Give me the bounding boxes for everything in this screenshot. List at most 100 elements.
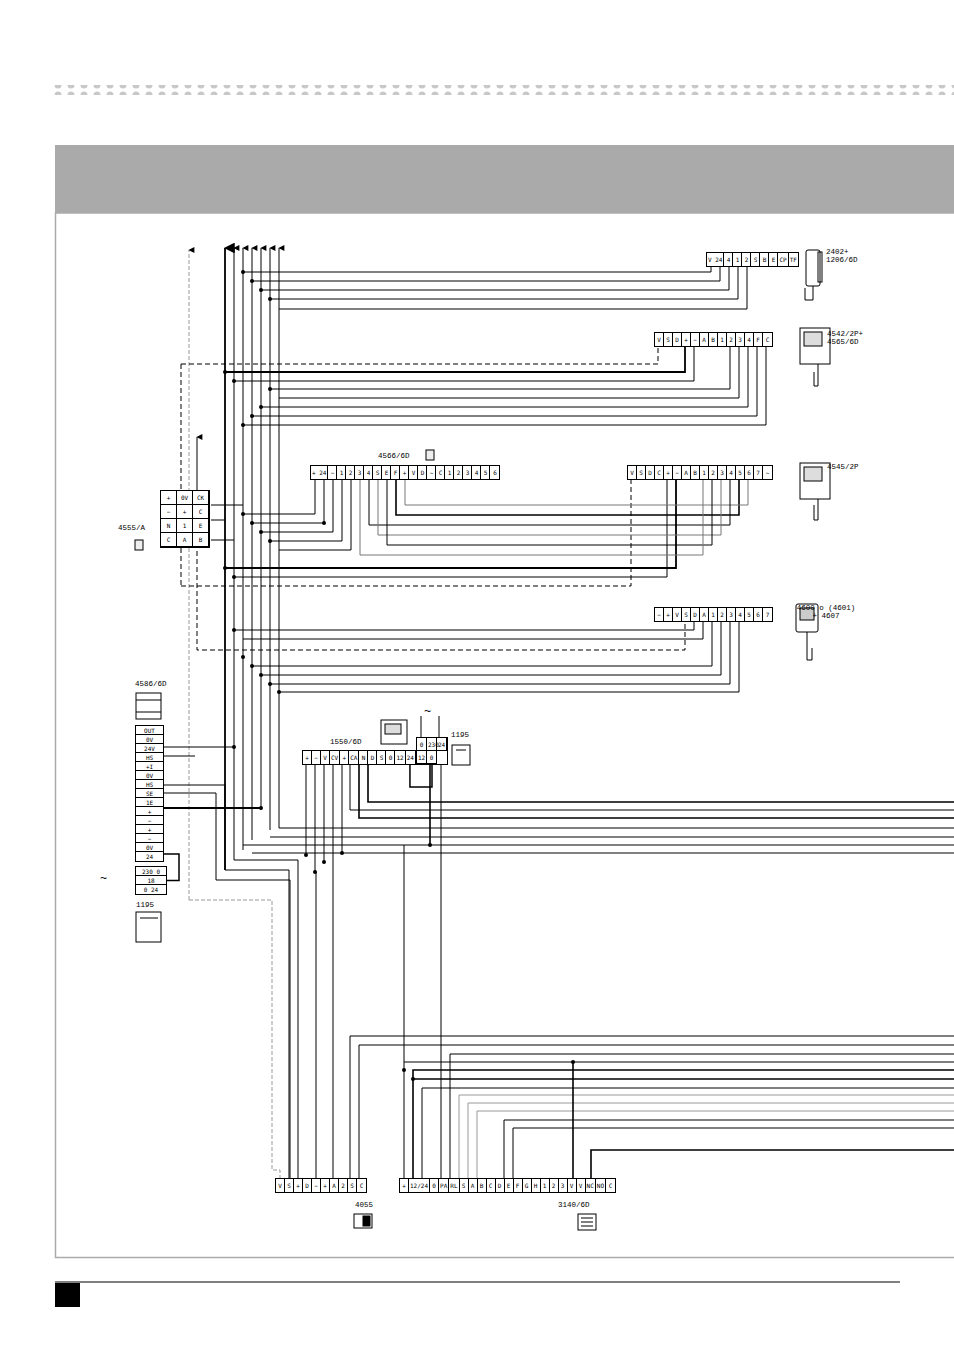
- terminal-label: 24V: [136, 744, 163, 753]
- terminal-label: C: [763, 333, 772, 346]
- terminal-label: +: [664, 466, 673, 479]
- terminal-label: D: [303, 1179, 312, 1192]
- terminal-label: 0 24: [136, 885, 166, 894]
- terminal-label: 7: [754, 466, 763, 479]
- terminal-label: V: [628, 466, 637, 479]
- part-number: 1195: [136, 901, 154, 909]
- terminal-label: S: [751, 253, 760, 266]
- terminal-label: 1E: [136, 798, 163, 807]
- footer-rule: [55, 1282, 900, 1283]
- terminal-label: NC: [586, 1179, 596, 1192]
- terminal-label: B: [691, 466, 700, 479]
- terminal-label: 24: [437, 738, 447, 751]
- terminal-label: 12: [417, 751, 427, 764]
- terminal-label: 0V: [136, 843, 163, 852]
- terminal-strip: −+VSDA1234567: [654, 607, 773, 622]
- terminal-label: 3: [559, 1179, 568, 1192]
- terminal-label: 4: [727, 466, 736, 479]
- terminal-label: V: [673, 608, 682, 621]
- terminal-label: S: [373, 466, 382, 479]
- wire-connector: [410, 765, 432, 787]
- terminal-label: +: [161, 491, 177, 505]
- part-number: 4545/2P: [827, 463, 875, 471]
- terminal-label: 3: [718, 466, 727, 479]
- terminal-strip: 023024120: [416, 737, 448, 765]
- part-number: 4055: [355, 1201, 373, 1209]
- terminal-label: 0: [417, 738, 427, 751]
- terminal-label: C: [357, 1179, 366, 1192]
- terminal-strip: VSDC+−AB1234567~: [627, 465, 773, 480]
- terminal-label: +: [400, 466, 409, 479]
- terminal-label: C: [655, 466, 664, 479]
- terminal-strip: V 24412SBECPTF: [706, 252, 799, 267]
- terminal-label: C: [436, 466, 445, 479]
- terminal-label: C: [193, 505, 209, 519]
- terminal-label: D: [646, 466, 655, 479]
- terminal-label: CP: [778, 253, 788, 266]
- part-number: 1195: [451, 731, 469, 739]
- terminal-label: +: [682, 333, 691, 346]
- terminal-label: 1: [700, 466, 709, 479]
- terminal-label: 2: [709, 466, 718, 479]
- terminal-label: N: [359, 751, 368, 764]
- terminal-label: S: [664, 333, 673, 346]
- terminal-label: 1: [337, 466, 346, 479]
- terminal-label: D: [368, 751, 377, 764]
- terminal-label: 1: [177, 519, 193, 533]
- terminal-label: +: [321, 1179, 330, 1192]
- terminal-label: B: [709, 333, 718, 346]
- terminal-label: ~: [427, 466, 436, 479]
- terminal-label: 3: [736, 333, 745, 346]
- page-mark: [55, 1283, 80, 1307]
- terminal-label: TF: [789, 253, 798, 266]
- terminal-label: A: [469, 1179, 478, 1192]
- terminal-label: V 24: [707, 253, 724, 266]
- terminal-label: −: [161, 505, 177, 519]
- terminal-label: S: [285, 1179, 294, 1192]
- terminal-label: −: [136, 834, 163, 843]
- terminal-label: C: [606, 1179, 615, 1192]
- terminal-label: +: [303, 751, 312, 764]
- terminal-label: 24: [136, 852, 163, 861]
- terminal-label: F: [391, 466, 400, 479]
- terminal-label: −: [136, 816, 163, 825]
- terminal-label: V: [655, 333, 664, 346]
- terminal-label: −: [691, 333, 700, 346]
- terminal-label: B: [193, 533, 209, 547]
- terminal-label: D: [418, 466, 427, 479]
- part-number: 3140/6D: [558, 1201, 590, 1209]
- terminal-label: 4: [364, 466, 373, 479]
- terminal-strip: + 24−1234SEF+VD~C123456: [310, 465, 500, 480]
- terminal-label: 5: [481, 466, 490, 479]
- terminal-label: −: [312, 1179, 321, 1192]
- terminal-label: −: [312, 751, 321, 764]
- terminal-label: E: [505, 1179, 514, 1192]
- terminal-label: 18: [136, 876, 166, 885]
- terminal-label: 0: [430, 1179, 439, 1192]
- terminal-label: +I: [136, 762, 163, 771]
- terminal-label: 1: [709, 608, 718, 621]
- terminal-label: 24: [406, 751, 415, 764]
- terminal-label: 2: [454, 466, 463, 479]
- terminal-label: −: [673, 466, 682, 479]
- terminal-label: 0V: [136, 771, 163, 780]
- terminal-label: H: [532, 1179, 541, 1192]
- terminal-label: + 24: [311, 466, 328, 479]
- terminal-label: 1: [733, 253, 742, 266]
- terminal-label: −: [328, 466, 337, 479]
- terminal-label: +: [177, 505, 193, 519]
- terminal-label: 4: [736, 608, 745, 621]
- terminal-label: +: [664, 608, 673, 621]
- terminal-label: 2: [550, 1179, 559, 1192]
- terminal-label: F: [514, 1179, 523, 1192]
- terminal-strip: VSD+−AB1234FC: [654, 332, 773, 347]
- terminal-label: CK: [193, 491, 209, 505]
- terminal-label: 7: [763, 608, 772, 621]
- terminal-label: B: [478, 1179, 487, 1192]
- terminal-label: F: [754, 333, 763, 346]
- terminal-label: 4: [745, 333, 754, 346]
- terminal-label: 230: [427, 738, 437, 751]
- terminal-label: ~: [763, 466, 772, 479]
